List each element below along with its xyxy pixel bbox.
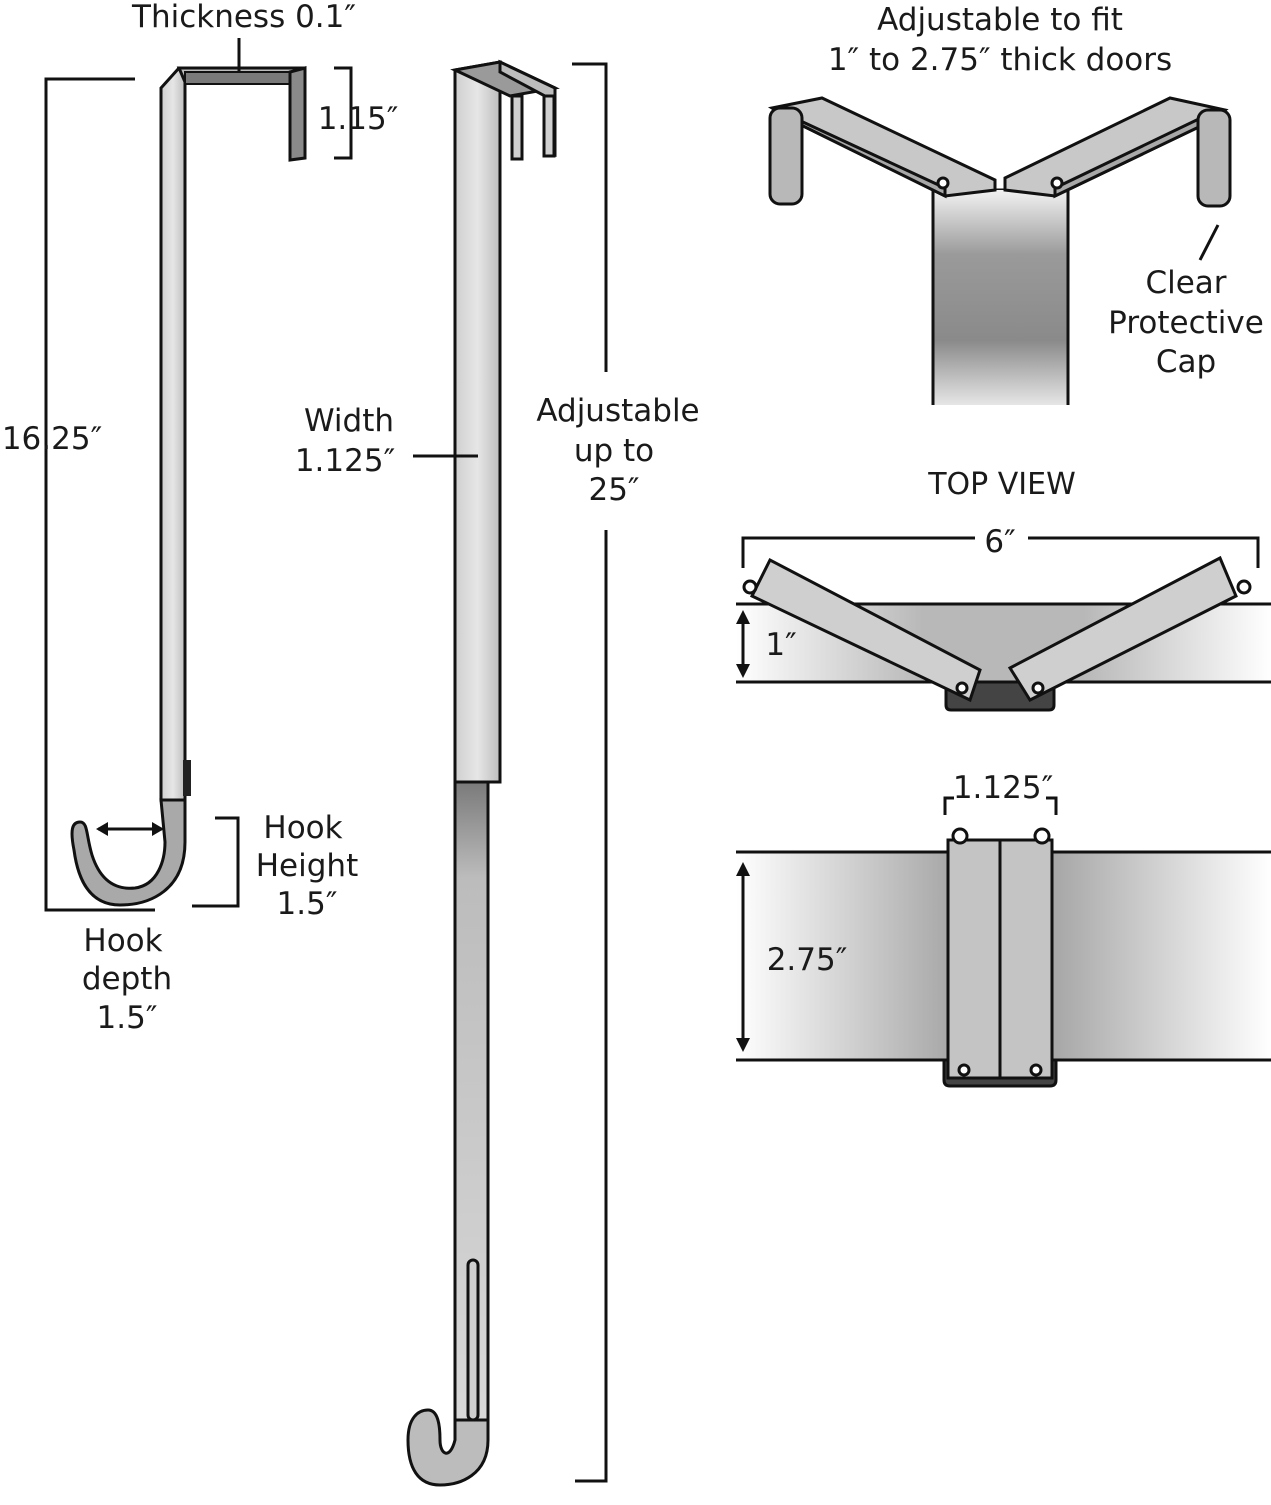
adjust-slot xyxy=(466,1258,480,1422)
hook-height-line-2: Height xyxy=(256,848,358,884)
hanger-clip xyxy=(183,760,191,796)
hanger-top-inner xyxy=(184,71,301,85)
top-view-1in xyxy=(736,536,1271,712)
door-post-fill xyxy=(934,190,1067,405)
one-inch-arrowheads xyxy=(736,610,750,678)
hook-height-bracket xyxy=(192,816,240,908)
six-inch-bracket-left xyxy=(741,536,975,568)
hook-height-line-1: Hook xyxy=(263,810,342,846)
left-arm-rivet xyxy=(936,176,950,190)
clear-cap-line-1: Clear xyxy=(1145,265,1226,301)
top-flap-right xyxy=(542,94,556,158)
six-inch-bracket-right xyxy=(1028,536,1260,568)
thick-right-arm xyxy=(998,838,1054,1080)
thin-right-rivet xyxy=(1031,681,1045,695)
overall-length-label: 16.25″ xyxy=(2,421,102,457)
adjustable-line-2: up to xyxy=(574,433,654,469)
thin-left-rivet xyxy=(955,681,969,695)
bracket-width-left xyxy=(943,796,954,815)
adjustable-fit-line-2: 1″ to 2.75″ thick doors xyxy=(828,42,1172,78)
right-arm-rivet xyxy=(1050,176,1064,190)
top-depth-bracket xyxy=(334,66,353,160)
hook-depth-line-1: Hook xyxy=(83,923,162,959)
thick-left-top-pivot xyxy=(951,827,969,845)
adjustable-line-3: 25″ xyxy=(588,472,639,508)
adjustable-bracket-top xyxy=(572,62,608,372)
hanger-shaft xyxy=(159,66,187,802)
cap-leader xyxy=(1198,224,1220,261)
top-view-2-75in xyxy=(736,796,1271,1088)
thick-left-arm xyxy=(946,838,1002,1080)
right-cap xyxy=(1196,108,1232,208)
hook-depth-line-3: 1.5″ xyxy=(97,1000,158,1036)
bracket-width-label: 1.125″ xyxy=(953,770,1053,806)
top-flap-left xyxy=(510,94,524,161)
clear-cap-line-2: Protective xyxy=(1108,305,1264,341)
thickness-label: Thickness 0.1″ xyxy=(131,0,356,35)
hanger-hook xyxy=(70,798,187,907)
door-thickness-label: 2.75″ xyxy=(767,942,848,978)
left-arm xyxy=(767,96,997,198)
adjustable-hanger xyxy=(406,59,608,1487)
thin-right-pivot xyxy=(1236,579,1252,595)
adjustable-line-1: Adjustable xyxy=(536,393,699,429)
thick-right-top-pivot xyxy=(1033,827,1051,845)
six-inch-label: 6″ xyxy=(984,524,1015,560)
right-arm xyxy=(1003,96,1229,198)
top-depth-label: 1.15″ xyxy=(318,101,399,137)
thin-left-arm xyxy=(749,557,982,703)
fixed-hanger xyxy=(44,38,353,912)
clear-cap-line-3: Cap xyxy=(1156,344,1216,380)
fit-3d-view xyxy=(767,96,1232,405)
thick-left-rivet xyxy=(957,1063,971,1077)
bottom-hook xyxy=(406,1408,490,1487)
adjustable-bracket-bottom xyxy=(575,530,608,1483)
top-view-label: TOP VIEW xyxy=(927,467,1076,502)
hanger-door-flap xyxy=(288,66,307,162)
width-line-2: 1.125″ xyxy=(295,443,395,479)
thick-right-rivet xyxy=(1029,1063,1043,1077)
upper-bar xyxy=(453,60,502,784)
overall-length-bracket xyxy=(44,77,155,912)
hook-depth-line-2: depth xyxy=(82,961,172,997)
thin-right-arm xyxy=(1007,555,1238,702)
one-inch-label: 1″ xyxy=(765,627,796,663)
bracket-width-right xyxy=(1046,796,1058,815)
hook-height-line-3: 1.5″ xyxy=(277,886,338,922)
thin-left-pivot xyxy=(742,579,758,595)
adjustable-fit-line-1: Adjustable to fit xyxy=(877,2,1123,38)
width-line-1: Width xyxy=(304,403,394,439)
left-cap xyxy=(768,106,804,206)
